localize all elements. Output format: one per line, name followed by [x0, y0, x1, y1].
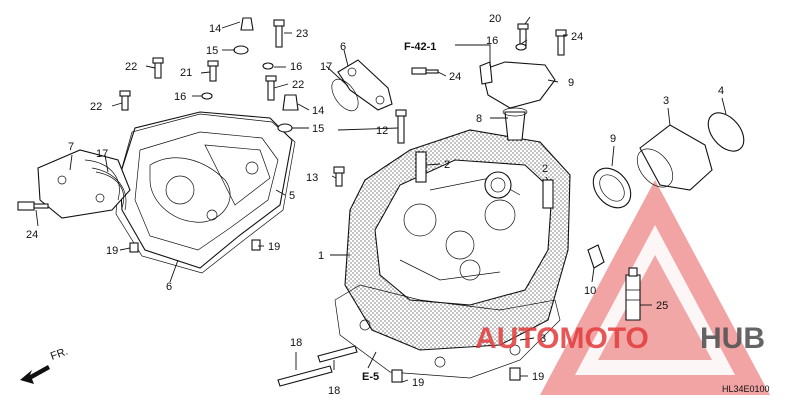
reference-f42: F-42-1	[404, 41, 436, 53]
callout-c22c: 22	[90, 101, 102, 113]
callout-c1: 1	[318, 250, 324, 262]
callout-c9-visible: 9	[610, 133, 616, 145]
direction-label: FR.	[49, 345, 70, 362]
bolt-group-left	[17, 17, 299, 253]
cylinder-head-gasket	[334, 284, 561, 379]
callout-c19b: 19	[268, 241, 280, 253]
callout-c16a: 16	[290, 61, 302, 73]
sensor-and-plug	[587, 244, 641, 321]
callout-c18b: 18	[328, 385, 340, 397]
callout-c3-visible: 3	[540, 333, 546, 345]
cylinder-head	[344, 129, 571, 351]
callout-c4: 5	[289, 190, 295, 202]
callout-c2b: 2	[542, 163, 548, 175]
callout-c12: 10	[584, 285, 596, 297]
front-direction-indicator	[20, 365, 50, 384]
callout-c24b: 24	[571, 31, 583, 43]
reference-e5: E-5	[362, 371, 379, 383]
callout-c16b: 16	[174, 91, 186, 103]
callout-c10: 8	[476, 113, 482, 125]
callout-labels: 14 15 23 22 21 16 22 22 16 14 15 17 6 7 …	[26, 13, 770, 397]
callout-c2a: 2	[444, 159, 450, 171]
callout-c24a: 24	[26, 229, 38, 241]
callout-c17b: 17	[96, 148, 108, 160]
callout-c22b: 22	[292, 79, 304, 91]
callout-c19a: 19	[106, 245, 118, 257]
callout-c25: 25	[656, 300, 668, 312]
watermark-text-red: AUTOMOTO	[475, 322, 649, 355]
callout-c6b: 7	[68, 141, 74, 153]
head-hardware	[277, 67, 554, 387]
callout-c11: 9	[568, 77, 574, 89]
head-cover-gasket	[115, 113, 296, 274]
watermark-text: AUTOMOTO HUB	[475, 322, 765, 355]
callout-c23: 23	[296, 28, 308, 40]
callout-c8: 4	[718, 85, 724, 97]
callout-c19c: 19	[412, 377, 424, 389]
callout-c24c: 24	[449, 71, 461, 83]
watermark-logo	[540, 180, 770, 395]
callout-c7: 3	[663, 95, 669, 107]
watermark-text-gray: HUB	[700, 322, 765, 355]
callout-c14a: 14	[209, 23, 221, 35]
callout-c16c: 16	[486, 35, 498, 47]
callout-c19d: 19	[532, 371, 544, 383]
callout-c21: 21	[180, 67, 192, 79]
callout-c14b: 14	[312, 105, 324, 117]
callout-c22a: 22	[125, 61, 137, 73]
callout-c5: 6	[166, 281, 172, 293]
drawing-code: HL34E0100	[722, 384, 770, 394]
callout-c13a: 12	[376, 125, 388, 137]
callout-c6a: 6	[340, 41, 346, 53]
leader-lines	[35, 16, 727, 383]
callout-c20: 20	[489, 13, 501, 25]
side-cover-gasket	[91, 167, 127, 211]
callout-c15b: 15	[312, 123, 324, 135]
camshaft-cover	[331, 59, 393, 112]
head-cover-left	[119, 111, 293, 269]
callout-c15a: 15	[206, 45, 218, 57]
thermostat-housing	[479, 23, 567, 141]
callout-c17a: 17	[320, 61, 332, 73]
intake-insulator	[592, 112, 745, 209]
callout-c18a: 18	[290, 337, 302, 349]
callout-c13b: 13	[306, 172, 318, 184]
